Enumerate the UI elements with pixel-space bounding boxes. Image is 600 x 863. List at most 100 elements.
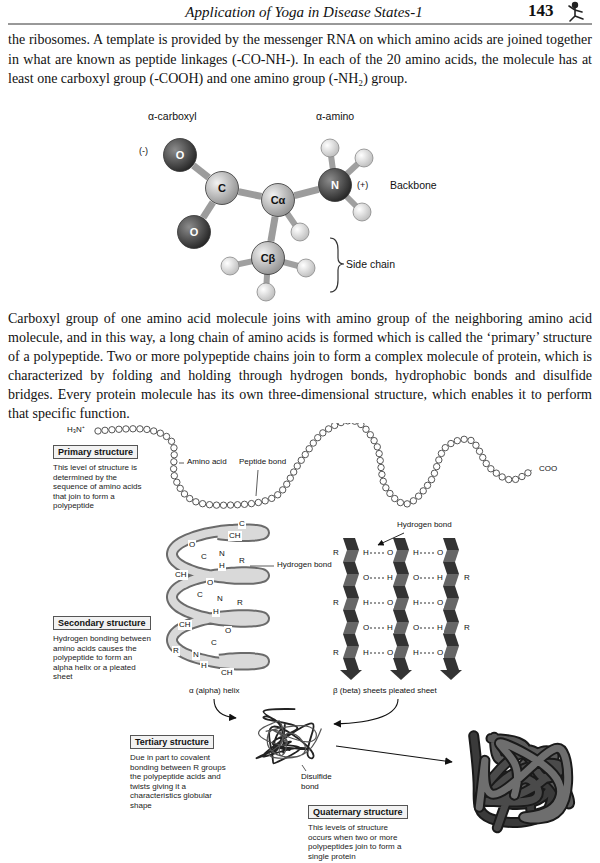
amino-acid-bead	[473, 442, 479, 448]
amino-acid-bead	[325, 426, 331, 432]
atom-letter: O	[436, 548, 444, 558]
pleated-strand-segment	[393, 574, 409, 586]
yoga-icon-body	[569, 6, 583, 21]
amino-acid-bead	[468, 437, 474, 443]
atom-symbol: Cβ	[261, 252, 276, 264]
terminus-label: COO	[538, 464, 558, 474]
structure-description: Hydrogen bonding between amino acids cau…	[53, 634, 153, 682]
flow-arrow	[334, 699, 398, 724]
callout-label: Peptide bond	[238, 457, 287, 467]
strand-arrowhead	[340, 670, 362, 680]
atom-letter: O	[224, 626, 232, 636]
atom-letter: O	[362, 573, 370, 583]
amino-acid-bead	[174, 479, 180, 485]
alpha-helix-ribbon	[172, 529, 264, 664]
amino-acid-beads	[95, 418, 531, 509]
atom-sphere-fill	[178, 216, 211, 249]
amino-acid-bead	[287, 475, 293, 481]
pleated-strand-segment	[343, 634, 359, 646]
amino-acid-bead	[428, 476, 434, 482]
flow-arrow	[214, 699, 236, 718]
structure-heading: Quaternary structure	[308, 805, 408, 819]
body-paragraph: the ribosomes. A template is provided by…	[8, 30, 592, 89]
header-rule	[8, 24, 592, 25]
amino-acid-bead	[220, 502, 226, 508]
structure-description: This levels of structure occurs when two…	[308, 823, 412, 861]
amino-acid-bead	[371, 437, 377, 443]
amino-acid-bead	[367, 432, 373, 438]
amino-acid-bead	[116, 426, 122, 432]
amino-acid-bead	[102, 427, 108, 433]
atom-letter: H	[362, 598, 370, 608]
beta-sheet	[340, 538, 462, 680]
amino-acid-bead	[438, 450, 444, 456]
atom-letter: N	[216, 594, 224, 604]
page-number: 143	[528, 1, 554, 21]
amino-acid-bead	[279, 487, 285, 493]
amino-acid-bead	[213, 502, 219, 508]
amino-acid-bead	[374, 444, 380, 450]
yoga-icon	[569, 3, 583, 21]
atom-ball: N	[318, 168, 352, 202]
bond-stick	[193, 166, 208, 178]
atom-letter: O	[386, 648, 394, 658]
amino-acid-bead	[241, 501, 247, 507]
hydrogen-bond-dash	[420, 578, 434, 579]
amino-acid-bead	[525, 470, 531, 476]
quaternary-subunit	[479, 743, 567, 819]
atom-ball: Cβ	[251, 241, 285, 275]
atom-letter: N	[192, 650, 200, 660]
amino-acid-bead	[284, 481, 290, 487]
pleated-strand-segment	[393, 562, 409, 574]
pleated-strand-segment	[443, 634, 459, 646]
atom-letter: R	[236, 598, 244, 608]
amino-acid-bead	[163, 433, 169, 439]
pleated-strand-segment	[443, 610, 459, 622]
amino-acid-bead	[227, 502, 233, 508]
atom-letter: H	[362, 648, 370, 658]
hydrogen-ball	[355, 149, 373, 167]
amino-acid-bead	[269, 495, 275, 501]
pleated-strand-segment	[443, 658, 459, 670]
amino-acid-bead	[294, 463, 300, 469]
amino-acid-bead	[415, 493, 421, 499]
pleated-strand-segment	[443, 562, 459, 574]
amino-acid-bead	[431, 470, 437, 476]
tertiary-fold	[259, 721, 322, 758]
pleated-strand-segment	[443, 538, 459, 550]
amino-acid-bead	[255, 499, 261, 505]
part-label: Side chain	[346, 258, 395, 271]
atom-letter: C	[200, 552, 208, 562]
structure-heading: Tertiary structure	[130, 735, 214, 749]
amino-acid-bead	[448, 440, 454, 446]
bond-stick	[203, 202, 213, 217]
amino-acid-bead	[493, 470, 499, 476]
pleated-strand-segment	[443, 598, 459, 610]
atom-sphere-fill	[319, 169, 352, 202]
structure-box: Secondary structureHydrogen bonding betw…	[53, 612, 153, 682]
amino-acid-bead	[420, 488, 426, 494]
atom-sphere-fill	[262, 184, 295, 217]
amino-acid-bead	[392, 495, 398, 501]
charge-label: (-)	[139, 146, 148, 157]
pleated-strand-segment	[343, 550, 359, 562]
atom-letter: R	[332, 598, 340, 608]
amino-acid-bead	[95, 428, 101, 434]
pleated-strand-segment	[343, 562, 359, 574]
pleated-strand-segment	[343, 586, 359, 598]
amino-acid-bead	[454, 437, 460, 443]
leader-arrow	[378, 533, 404, 545]
amino-acid-bead	[331, 422, 337, 428]
amino-acid-bead	[171, 459, 177, 465]
atom-letter: R	[332, 548, 340, 558]
amino-acid-bead	[379, 471, 385, 477]
atom-letter: CH	[220, 668, 234, 678]
amino-acid-bead	[378, 464, 384, 470]
callout-label: Disulfide bond	[300, 772, 346, 791]
hydrogen-bond-dash	[420, 553, 434, 554]
hydrogen-bond-dash	[370, 653, 384, 654]
amino-acid-bead	[442, 444, 448, 450]
amino-acid-bead	[274, 492, 280, 498]
atom-sphere-fill	[206, 172, 239, 205]
amino-acid-bead	[157, 430, 163, 436]
